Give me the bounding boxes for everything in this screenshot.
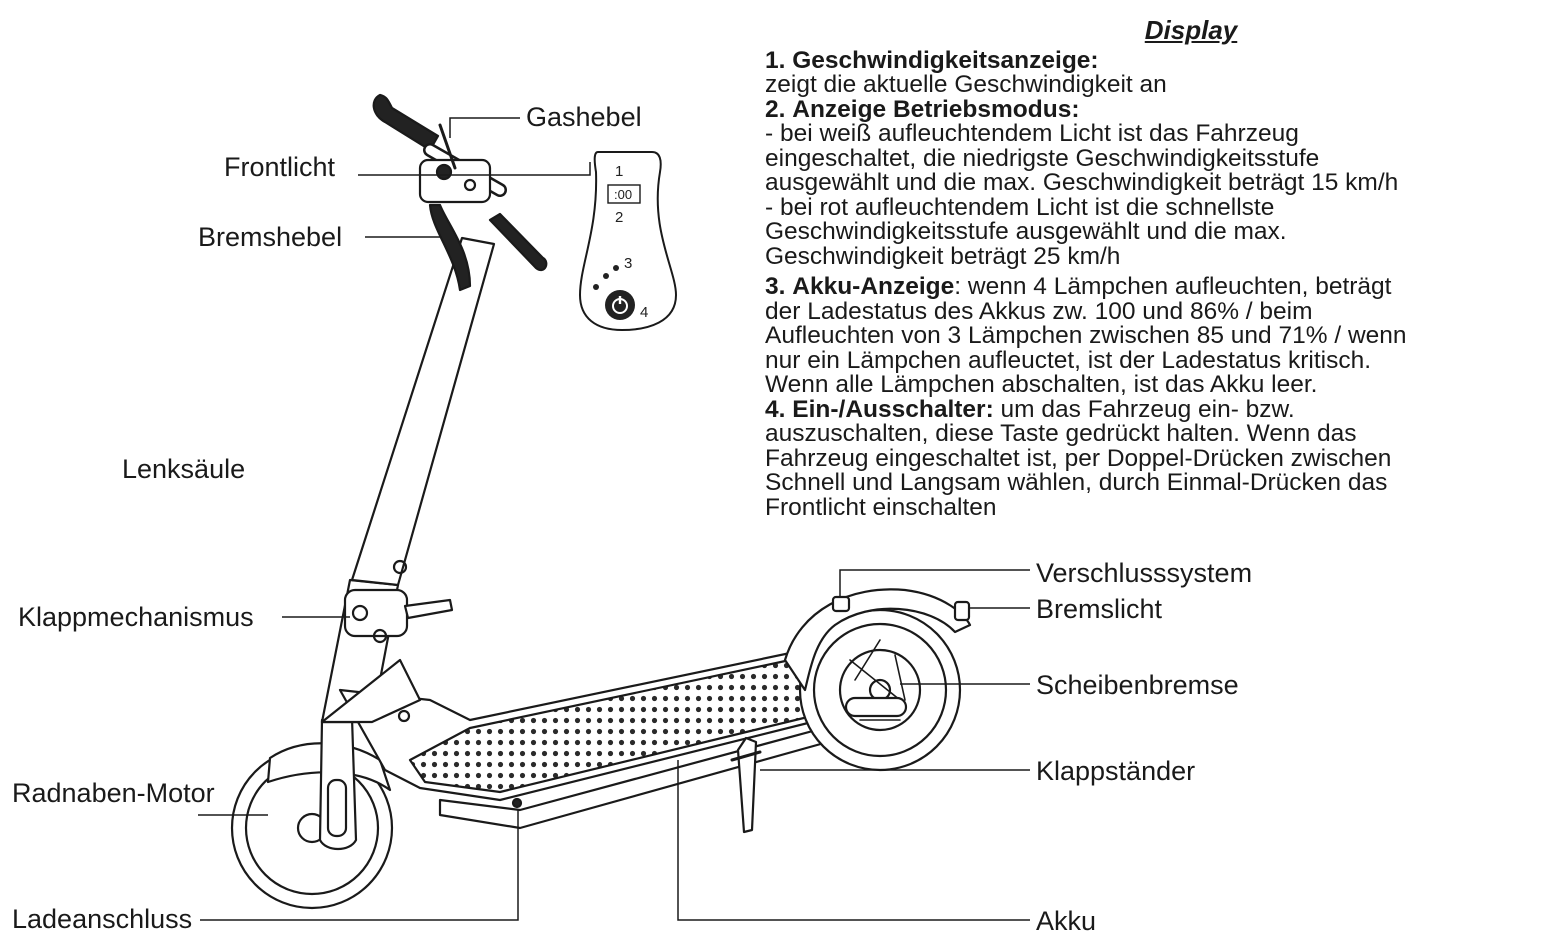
display-marker-2: 2 — [615, 209, 623, 226]
leader-frontlicht — [358, 162, 591, 176]
label-klappmechanismus: Klappmechanismus — [18, 602, 254, 632]
entry-heading: Geschwindigkeitsanzeige: — [792, 46, 1099, 74]
display-marker-1: 1 — [615, 163, 623, 180]
entry-number: 4. — [765, 395, 786, 423]
display-readout: :00 — [614, 187, 632, 202]
leader-lines — [198, 117, 1030, 921]
display-unit: 1 :00 2 3 4 — [578, 151, 678, 332]
label-frontlicht: Frontlicht — [224, 152, 336, 182]
power-button — [605, 290, 635, 320]
label-klappstaender: Klappständer — [1036, 756, 1196, 786]
entry-battery-display: 3. Akku-Anzeige: wenn 4 Lämpchen aufleuc… — [765, 273, 1537, 398]
entry-number: 3. — [765, 273, 786, 300]
display-marker-3: 3 — [624, 255, 632, 272]
label-akku: Akku — [1036, 906, 1097, 936]
entry-number: 2. — [765, 95, 786, 123]
entry-line: Geschwindigkeit beträgt 25 km/h — [765, 242, 1121, 270]
entry-line: Schnell und Langsam wählen, durch Einmal… — [765, 469, 1388, 496]
display-marker-4: 4 — [640, 304, 648, 321]
front-fork — [318, 716, 358, 851]
entry-speed-display: 1. Geschwindigkeitsanzeige: zeigt die ak… — [765, 46, 1537, 98]
display-title: Display — [1144, 15, 1238, 45]
entry-inline-text: um das Fahrzeug ein- bzw. — [993, 395, 1295, 423]
entry-line: Wenn alle Lämpchen abschalten, ist das A… — [765, 371, 1318, 398]
kickstand — [730, 736, 762, 834]
entry-line: Geschwindigkeitsstufe ausgewählt und die… — [765, 218, 1287, 245]
entry-power-switch: 4. Ein-/Ausschalter: um das Fahrzeug ein… — [765, 395, 1537, 521]
entry-number: 1. — [765, 46, 786, 74]
entry-inline-text: : wenn 4 Lämpchen aufleuchten, beträgt — [954, 273, 1392, 300]
battery-lamp-dot — [603, 273, 609, 279]
battery-lamp-dot — [613, 265, 619, 271]
leader-ladeanschluss — [200, 810, 519, 921]
label-scheibenbremse: Scheibenbremse — [1036, 670, 1239, 700]
leader-verschlusssystem — [839, 569, 1030, 598]
label-lenksaeule: Lenksäule — [122, 454, 246, 484]
entry-line: zeigt die aktuelle Geschwindigkeit an — [765, 71, 1167, 98]
entry-line: Frontlicht einschalten — [765, 493, 997, 521]
leader-gashebel — [449, 117, 520, 138]
label-verschlusssystem: Verschlusssystem — [1036, 558, 1253, 588]
label-ladeanschluss: Ladeanschluss — [12, 904, 193, 934]
entry-line: auszuschalten, diese Taste gedrückt halt… — [765, 420, 1357, 447]
entry-line: Aufleuchten von 3 Lämpchen zwischen 85 u… — [765, 322, 1407, 349]
display-description: Display 1. Geschwindigkeitsanzeige: zeig… — [765, 15, 1537, 521]
entry-heading: Akku-Anzeige — [792, 273, 955, 300]
entry-line: Fahrzeug eingeschaltet ist, per Doppel-D… — [765, 444, 1392, 472]
label-radnaben-motor: Radnaben-Motor — [12, 778, 215, 808]
label-bremshebel: Bremshebel — [198, 222, 343, 252]
battery-lamp-dot — [593, 284, 599, 290]
folding-mechanism — [343, 559, 454, 644]
entry-heading: Ein-/Ausschalter: — [792, 395, 994, 423]
deck — [338, 650, 837, 830]
entry-line: der Ladestatus des Akkus zw. 100 und 86%… — [765, 297, 1313, 325]
leader-akku — [677, 760, 1030, 921]
entry-heading: Anzeige Betriebsmodus: — [792, 95, 1080, 123]
entry-line: - bei rot aufleuchtendem Licht ist die s… — [765, 193, 1275, 221]
entry-mode-display: 2. Anzeige Betriebsmodus: - bei weiß auf… — [765, 95, 1537, 270]
label-bremslicht: Bremslicht — [1036, 594, 1163, 624]
entry-line: eingeschaltet, die niedrigste Geschwindi… — [765, 144, 1320, 172]
entry-line: nur ein Lämpchen aufleuctet, ist der Lad… — [765, 346, 1372, 374]
handlebar — [372, 93, 548, 292]
scooter-illustration — [230, 93, 972, 910]
label-gashebel: Gashebel — [526, 102, 642, 132]
entry-line: ausgewählt und die max. Geschwindigkeit … — [765, 169, 1399, 196]
entry-line: - bei weiß aufleuchtendem Licht ist das … — [765, 120, 1299, 147]
